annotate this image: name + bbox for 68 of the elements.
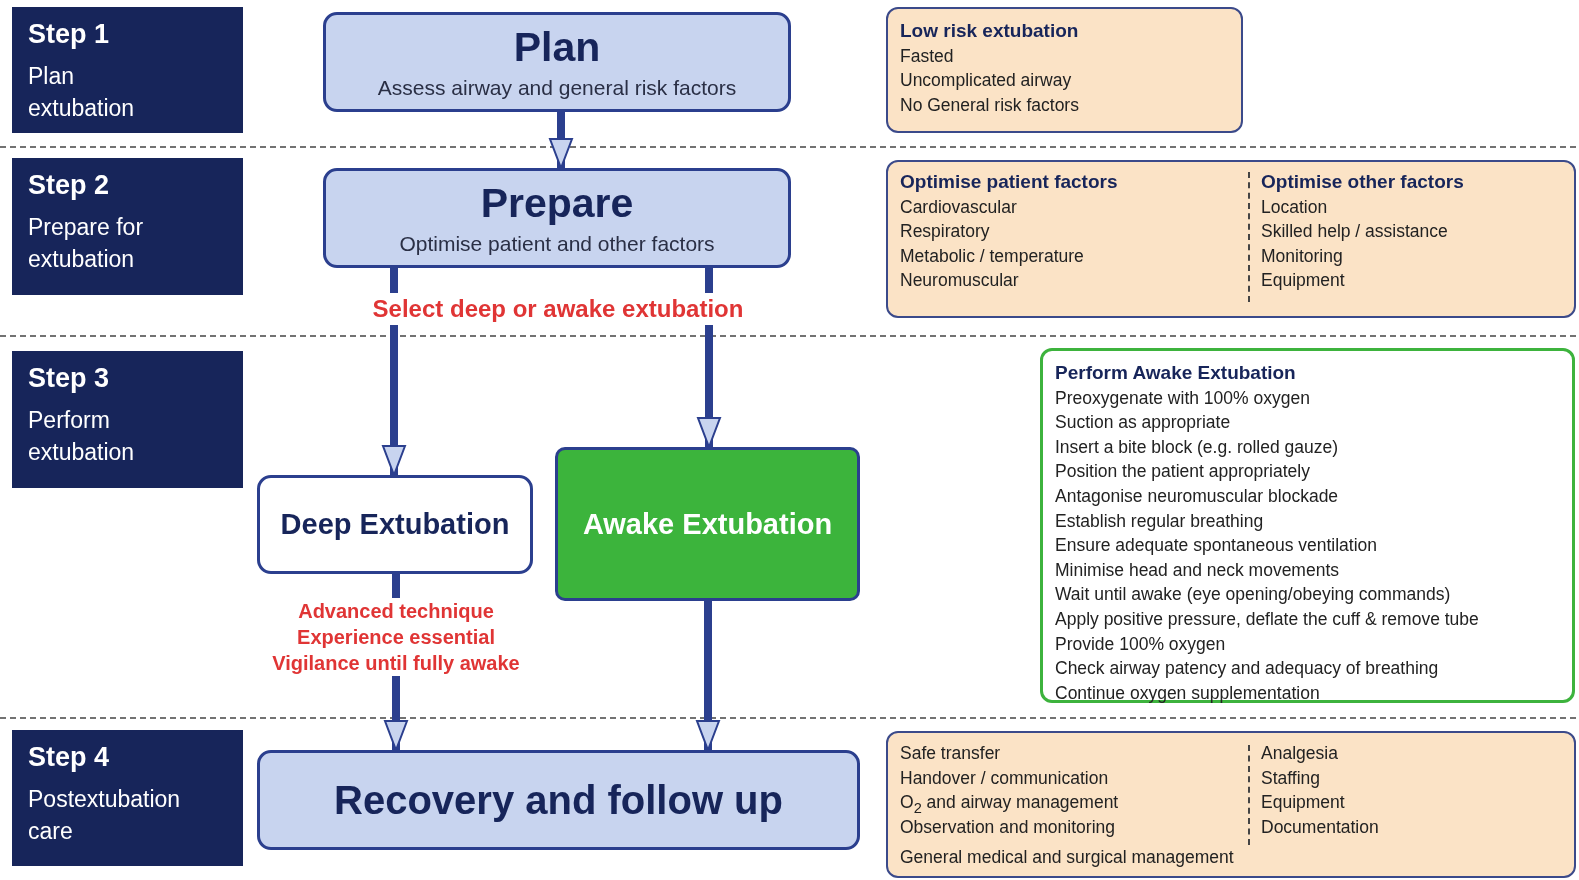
process-box xyxy=(555,447,860,601)
list-item: Skilled help / assistance xyxy=(1261,220,1449,244)
info-box xyxy=(886,7,1243,133)
list-item: Establish regular breathing xyxy=(1055,509,1265,533)
arrow xyxy=(696,601,720,751)
list-item: Metabolic / temperature xyxy=(900,244,1085,268)
info-box xyxy=(1040,348,1575,703)
step-title: Prepare for extubation xyxy=(28,213,145,274)
process-title: Awake Extubation xyxy=(582,507,833,541)
list-item: O$_{2}$ and airway management xyxy=(900,791,1119,815)
list-item: Ensure adequate spontaneous ventilation xyxy=(1055,534,1379,558)
list-item: Uncomplicated airway xyxy=(900,69,1073,93)
step-title: Plan extubation xyxy=(28,62,136,123)
process-description: Optimise patient and other factors xyxy=(399,232,715,256)
list-item: No General risk factors xyxy=(900,93,1080,117)
list-heading: Optimise patient factors xyxy=(900,170,1118,194)
list-item: Handover / communication xyxy=(900,766,1110,790)
list-item: Equipment xyxy=(1261,269,1346,293)
list-item: Analgesia xyxy=(1261,742,1339,765)
step-title: Perform extubation xyxy=(28,406,136,467)
list-item: Position the patient appropriately xyxy=(1055,460,1311,484)
list-heading: Low risk extubation xyxy=(900,19,1080,43)
step-number: Step 4 xyxy=(28,742,111,773)
process-title: Deep Extubation xyxy=(280,508,510,541)
list-item: Staffing xyxy=(1261,766,1322,790)
step-number: Step 3 xyxy=(28,363,111,394)
list-item: Minimise head and neck movements xyxy=(1055,558,1341,582)
list-item: Continue oxygen supplementation xyxy=(1055,681,1321,705)
list-item: Fasted xyxy=(900,44,955,68)
list-item: Observation and monitoring xyxy=(900,815,1116,839)
step-box xyxy=(12,730,243,866)
arrow xyxy=(382,268,406,476)
step-box xyxy=(12,7,243,133)
list-item: Insert a bite block (e.g. rolled gauze) xyxy=(1055,435,1340,459)
list-item: Preoxygenate with 100% oxygen xyxy=(1055,386,1311,410)
list-item: Documentation xyxy=(1261,815,1379,839)
info-box xyxy=(886,731,1576,878)
list-item: Antagonise neuromuscular blockade xyxy=(1055,484,1340,508)
list-heading: Optimise other factors xyxy=(1261,170,1464,194)
arrow xyxy=(549,112,573,169)
list-item: Monitoring xyxy=(1261,244,1344,268)
list-item: Suction as appropriate xyxy=(1055,411,1232,435)
process-box xyxy=(257,750,860,850)
process-description: Assess airway and general risk factors xyxy=(377,76,737,100)
process-title: Plan xyxy=(513,24,601,70)
process-title: Recovery and follow up xyxy=(334,777,783,823)
list-item: Apply positive pressure, deflate the cuff & remove tube xyxy=(1055,607,1480,631)
list-item: Safe transfer xyxy=(900,742,1002,765)
process-box xyxy=(323,12,791,112)
step-title: Postextubation care xyxy=(28,785,178,846)
list-item: Equipment xyxy=(1261,791,1346,815)
list-item: Provide 100% oxygen xyxy=(1055,632,1227,656)
list-heading: Perform Awake Extubation xyxy=(1055,361,1297,385)
step-box xyxy=(12,351,243,488)
process-box xyxy=(257,475,533,574)
list-item: Check airway patency and adequacy of breathing xyxy=(1055,657,1440,681)
step-number: Step 1 xyxy=(28,19,111,50)
info-box xyxy=(886,160,1576,318)
step-box xyxy=(12,158,243,295)
step-number: Step 2 xyxy=(28,170,111,201)
list-item: Cardiovascular xyxy=(900,195,1018,219)
list-item: Wait until awake (eye opening/obeying commands) xyxy=(1055,583,1452,607)
list-item: Neuromuscular xyxy=(900,269,1020,293)
list-item: General medical and surgical management xyxy=(900,846,1234,869)
list-item: Respiratory xyxy=(900,220,991,244)
process-title: Prepare xyxy=(480,180,634,226)
process-box xyxy=(323,168,791,268)
list-item: Location xyxy=(1261,195,1329,219)
